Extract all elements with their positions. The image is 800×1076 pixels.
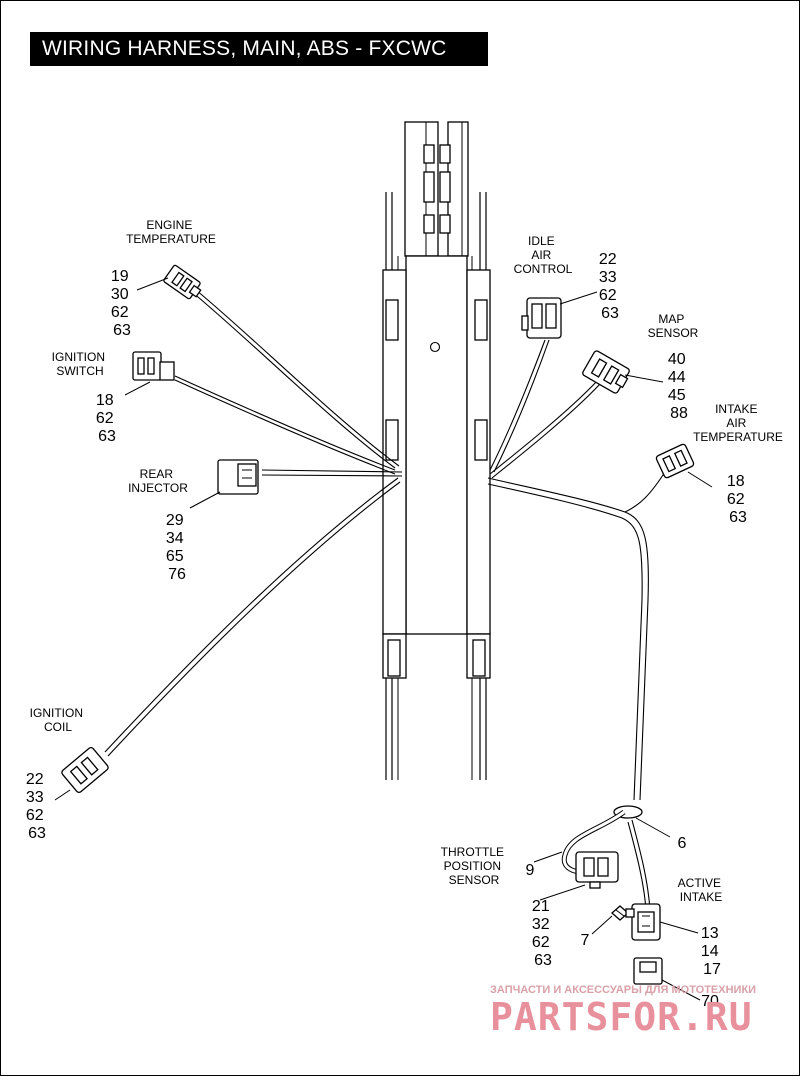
- page-title: WIRING HARNESS, MAIN, ABS - FXCWC: [30, 32, 488, 66]
- ignition-coil-callouts: 22 33 62 63: [26, 771, 48, 842]
- active-intake-connector: [631, 903, 661, 941]
- rear-injector-callouts: 29 34 65 76: [166, 512, 188, 583]
- engine-temperature-label: ENGINE TEMPERATURE: [126, 218, 216, 246]
- frame-backbone: [382, 121, 491, 780]
- leader-lines: [54, 277, 713, 1001]
- engine-temperature-callouts: 19 30 62 63: [111, 268, 133, 339]
- throttle-position-sensor-connector: [575, 851, 619, 889]
- idle-air-control-callouts: 22 33 62 63: [599, 251, 621, 322]
- ignition-coil-connector: [61, 746, 109, 794]
- idle-air-control-label: IDLE AIR CONTROL: [514, 234, 573, 276]
- active-intake-fastener-callout: 7: [581, 932, 590, 949]
- map-sensor-callouts: 40 44 45 88: [668, 351, 690, 422]
- active-intake-label: ACTIVE INTAKE: [678, 876, 725, 904]
- idle-air-control-connector: [521, 297, 562, 339]
- throttle-position-sensor-label: THROTTLE POSITION SENSOR: [441, 845, 508, 887]
- ignition-switch-label: IGNITION SWITCH: [52, 350, 109, 378]
- harness-wires: [104, 289, 666, 911]
- rear-injector-label: REAR INJECTOR: [128, 467, 188, 495]
- intake-air-temperature-label: INTAKE AIR TEMPERATURE: [693, 402, 783, 444]
- ignition-switch-callouts: 18 62 63: [96, 392, 118, 445]
- throttle-wire-callout: 9: [526, 862, 535, 879]
- active-intake-callouts: 13 14 17: [701, 925, 723, 978]
- engine-temperature-connector: [163, 264, 202, 300]
- active-intake-cap: [633, 957, 663, 985]
- active-intake-fastener: [611, 905, 635, 921]
- rear-injector-connector: [217, 459, 259, 495]
- ignition-coil-label: IGNITION COIL: [30, 706, 87, 734]
- map-sensor-connector: [582, 350, 630, 394]
- watermark-brand: PARTSFOR.RU: [490, 995, 753, 1039]
- watermark-tagline: ЗАПЧАСТИ И АКСЕССУАРЫ ДЛЯ МОТОТЕХНИКИ: [490, 984, 756, 996]
- ignition-switch-connector: [132, 351, 175, 381]
- intake-air-temperature-callouts: 18 62 63: [727, 473, 749, 526]
- throttle-position-sensor-callouts: 21 32 62 63: [532, 898, 554, 969]
- map-sensor-label: MAP SENSOR: [648, 312, 699, 340]
- intake-air-temperature-connector: [655, 443, 695, 479]
- active-intake-cap-callout: 70: [701, 993, 719, 1010]
- harness-clip-callout: 6: [678, 835, 687, 852]
